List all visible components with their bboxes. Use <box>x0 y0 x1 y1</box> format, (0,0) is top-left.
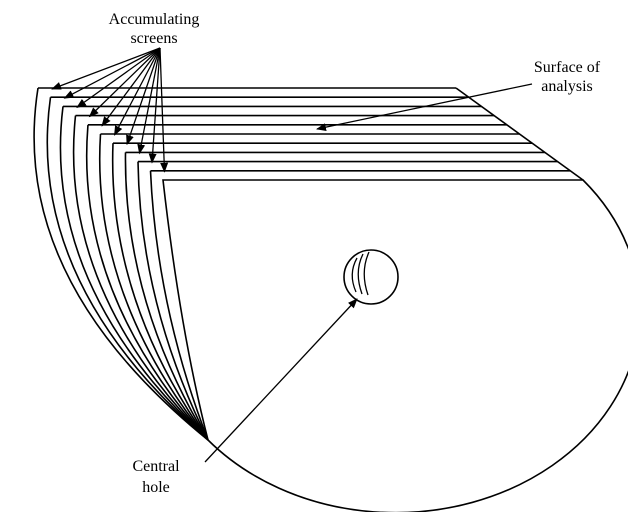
screen-curved-edge <box>124 152 209 441</box>
accumulating-screen-arrow <box>126 47 161 146</box>
central-hole-label-line2: hole <box>142 479 170 496</box>
accumulating-label-line2: screens <box>130 30 177 47</box>
screen-curved-edge <box>111 143 209 441</box>
accumulating-screen-arrow <box>88 47 161 118</box>
accumulating-screen-arrow <box>137 47 161 155</box>
front-disc-face <box>162 179 628 512</box>
screen-curved-edge <box>85 124 209 441</box>
accumulating-screen-arrow <box>51 47 161 90</box>
surface-label-line1: Surface of <box>534 59 601 76</box>
screen-curved-edge <box>46 97 209 441</box>
surface-of-analysis-arrow <box>316 83 533 132</box>
accumulating-screens-stack <box>33 87 584 441</box>
screen-curved-edge <box>72 115 209 441</box>
central-hole-label-line1: Central <box>132 458 180 475</box>
accumulating-screen-arrow <box>63 47 161 99</box>
screen-curved-edge <box>33 87 209 441</box>
accumulating-screen-arrow <box>76 47 161 108</box>
screen-curved-edge <box>99 133 209 441</box>
surface-label-line2: analysis <box>541 78 593 95</box>
accumulating-label-line1: Accumulating <box>109 11 200 28</box>
screen-curved-edge <box>59 106 209 441</box>
screen-curved-edge <box>137 161 209 441</box>
accumulating-screen-arrow <box>113 47 161 136</box>
accumulating-screen-arrow <box>159 47 169 173</box>
central-hole-inner-edges <box>351 251 370 296</box>
stack-right-edge <box>455 87 584 181</box>
accumulating-screen-arrow <box>101 47 161 127</box>
accumulating-screens-arrows <box>51 47 169 173</box>
screen-curved-edge <box>149 170 209 441</box>
central-hole <box>343 249 399 305</box>
central-hole-arrow <box>204 298 358 463</box>
accumulating-screen-arrow <box>148 47 161 164</box>
